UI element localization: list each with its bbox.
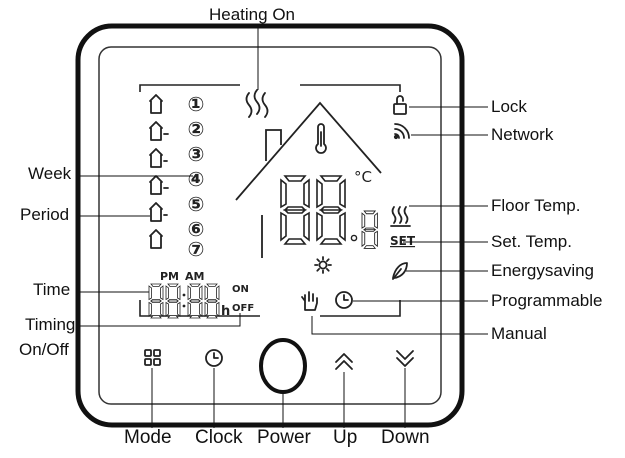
pm-indicator: PM	[160, 270, 179, 283]
celsius-unit: °C	[354, 168, 372, 186]
house-outline	[235, 101, 382, 258]
seven-seg-digit	[280, 175, 310, 245]
period-number: ④	[188, 167, 205, 191]
chevron-up-icon	[335, 353, 353, 370]
temperature-digits	[280, 175, 378, 249]
down-button[interactable]	[396, 350, 414, 367]
seven-seg-digit	[148, 283, 164, 319]
timing-label: Timing	[25, 315, 76, 334]
clock-icon	[205, 349, 223, 367]
week-day-icons	[149, 94, 169, 249]
leader-lines	[80, 25, 488, 428]
period-number: ③	[188, 142, 205, 166]
seven-seg-digit	[204, 283, 220, 319]
off-indicator: OFF	[232, 303, 254, 314]
am-indicator: AM	[185, 270, 204, 283]
thermometer-icon	[315, 123, 327, 154]
programmable-label: Programmable	[491, 291, 603, 310]
network-label: Network	[491, 125, 554, 144]
period-number: ⑥	[188, 217, 205, 241]
time-digits	[148, 283, 220, 319]
chevron-down-icon	[396, 350, 414, 367]
decimal-point	[350, 234, 358, 242]
seven-seg-digit	[361, 210, 378, 249]
on-indicator: ON	[232, 284, 249, 295]
up-button[interactable]	[335, 353, 353, 370]
seven-seg-digit	[187, 283, 203, 319]
floor-heating-icon	[390, 206, 411, 227]
lcd-frame	[139, 84, 401, 317]
period-label: Period	[20, 205, 70, 224]
lock-icon	[393, 95, 407, 115]
period-number: ⑦	[188, 237, 205, 261]
up-label: Up	[333, 427, 358, 448]
wifi-icon	[393, 123, 410, 140]
period-number: ②	[188, 117, 205, 141]
hand-icon	[301, 291, 318, 311]
hour-unit: h	[221, 304, 230, 319]
clock-icon	[335, 291, 353, 309]
seven-seg-digit	[165, 283, 181, 319]
heating-waves-icon	[245, 89, 269, 118]
device-inner-frame	[98, 46, 442, 405]
clock-button[interactable]	[205, 349, 223, 367]
heating-on-label: Heating On	[209, 5, 295, 24]
week-label: Week	[28, 164, 72, 183]
period-number: ⑤	[188, 192, 205, 216]
set-temp-label: Set. Temp.	[491, 232, 572, 251]
mode-label: Mode	[124, 427, 172, 448]
leaf-icon	[392, 262, 408, 280]
seven-seg-digit	[316, 175, 346, 245]
power-button-ring	[259, 338, 307, 394]
power-label: Power	[257, 427, 311, 448]
power-button[interactable]	[259, 338, 307, 394]
down-label: Down	[381, 427, 430, 448]
period-number: ①	[188, 92, 205, 116]
clock-label: Clock	[195, 427, 243, 448]
week-day-icon	[149, 121, 169, 141]
week-day-icon	[149, 229, 163, 249]
week-day-icon	[149, 94, 163, 114]
time-label: Time	[33, 280, 71, 299]
week-day-icon	[149, 148, 168, 168]
set-indicator: SET	[390, 234, 416, 248]
week-day-icon	[149, 202, 168, 222]
mode-button[interactable]	[144, 349, 161, 366]
grid-icon	[144, 349, 161, 366]
timing-onoff-label: On/Off	[19, 340, 69, 359]
floor-temp-label: Floor Temp.	[491, 196, 581, 215]
lock-label: Lock	[491, 97, 527, 116]
sun-icon	[314, 256, 332, 274]
manual-label: Manual	[491, 324, 547, 343]
energysaving-label: Energysaving	[491, 261, 595, 280]
